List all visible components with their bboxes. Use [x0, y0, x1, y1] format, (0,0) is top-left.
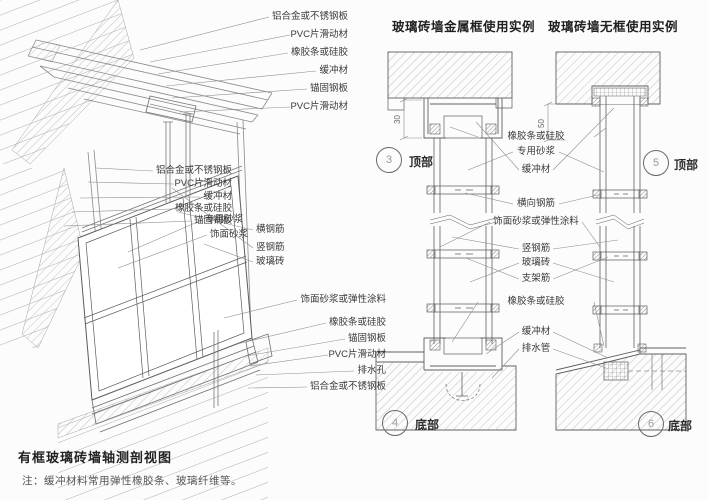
- detail-ref-3-label: 顶部: [409, 155, 434, 169]
- detail-ref-4: 4: [382, 410, 408, 436]
- axon-label: PVC片滑动材: [290, 101, 348, 112]
- section-label: 饰面砂浆或弹性涂料: [493, 216, 579, 227]
- dim-frameless-head: 50: [537, 119, 546, 128]
- drawing-title: 有框玻璃砖墙轴测剖视图: [18, 450, 173, 465]
- drawing-note: 注：缓冲材料常用弹性橡胶条、玻璃纤维等。: [22, 475, 242, 487]
- axon-label: 缓冲材: [203, 191, 232, 202]
- detail-ref-6-label: 底部: [668, 419, 693, 433]
- dim-metal-head: 30: [393, 115, 402, 124]
- detail-ref-5-label: 顶部: [674, 158, 699, 172]
- detail-ref-number: 5: [652, 157, 660, 169]
- detail-ref-6: 6: [638, 411, 664, 437]
- axon-label: 锚固钢板: [309, 83, 348, 94]
- axon-label: 排水孔: [357, 365, 386, 376]
- section-label: 橡胶条或硅胶: [507, 131, 565, 142]
- detail-ref-3: 3: [376, 147, 402, 173]
- detail-ref-number: 4: [391, 417, 399, 429]
- axon-label: 饰面砂浆或弹性涂料: [300, 294, 386, 305]
- axon-label: 锚固钢板: [347, 333, 386, 344]
- axon-leader-lines: [63, 16, 355, 389]
- axon-label: PVC片滑动材: [174, 178, 232, 189]
- axon-label: 玻璃砖: [256, 256, 285, 267]
- detail-ref-number: 3: [385, 154, 393, 166]
- section-label: 橡胶条或硅胶: [507, 296, 565, 307]
- axon-label: 橡胶条或硅胶: [328, 317, 386, 328]
- section-label: 缓冲材: [521, 164, 551, 175]
- section-label: 支架筋: [521, 273, 551, 284]
- section-label: 专用砂浆: [516, 146, 555, 157]
- section-label: 排水管: [521, 343, 551, 354]
- section-label: 竖钢筋: [521, 243, 551, 254]
- axon-label: 锚固钢板: [193, 215, 232, 226]
- axon-label: 饰面砂浆: [209, 229, 248, 240]
- axon-label: 铝合金或不锈钢板: [309, 381, 386, 392]
- axon-label: 橡胶条或硅胶: [174, 203, 232, 214]
- header-frameless-example: 玻璃砖墙无框使用实例: [548, 20, 679, 34]
- axon-label: PVC片滑动材: [290, 29, 348, 40]
- axon-label: 铝合金或不锈钢板: [271, 11, 348, 22]
- detail-ref-5: 5: [643, 150, 669, 176]
- section-frameless: [543, 51, 687, 431]
- section-label: 缓冲材: [521, 326, 551, 337]
- axon-label: 缓冲材: [319, 65, 348, 76]
- axon-drawing: [0, 0, 273, 500]
- header-metal-frame-example: 玻璃砖墙金属框使用实例: [392, 20, 536, 34]
- axon-label: 横钢筋: [256, 224, 285, 235]
- section-label: 玻璃砖: [521, 257, 551, 268]
- axon-label: PVC片滑动材: [328, 349, 386, 360]
- axon-label: 专用砂浆: [204, 214, 243, 225]
- detail-ref-number: 6: [647, 418, 655, 430]
- section-metal: [375, 51, 517, 431]
- detail-ref-4-label: 底部: [415, 418, 440, 432]
- section-leader-lines: [439, 107, 619, 379]
- axon-label: 铝合金或不锈钢板: [155, 165, 232, 176]
- section-label: 横向钢筋: [516, 198, 555, 209]
- axon-label: 竖钢筋: [256, 242, 285, 253]
- axon-label: 橡胶条或硅胶: [290, 47, 348, 58]
